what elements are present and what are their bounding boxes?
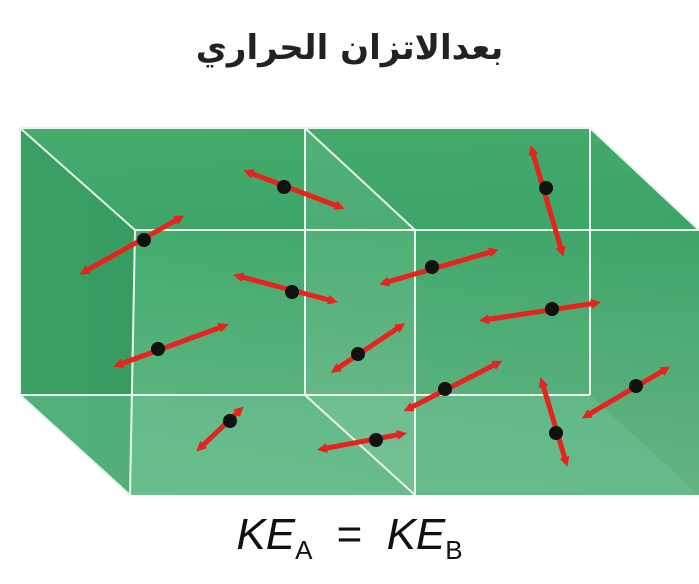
- gas-particle: [538, 377, 570, 467]
- particle-dot: [549, 426, 563, 440]
- particle-dot: [438, 382, 452, 396]
- velocity-arrow: [79, 215, 185, 275]
- velocity-arrow: [581, 366, 671, 419]
- gas-particle: [479, 298, 601, 325]
- particle-dot: [351, 347, 365, 361]
- diagram-title: بعدالاتزان الحراري: [195, 28, 504, 68]
- velocity-arrow: [403, 360, 503, 412]
- gas-particle: [113, 323, 229, 368]
- particle-dot: [285, 285, 299, 299]
- gas-particle: [403, 360, 503, 412]
- particle-dot: [223, 414, 237, 428]
- equals-sign: =: [336, 510, 363, 559]
- gas-particle: [330, 323, 406, 373]
- ke-b-subscript: B: [445, 534, 463, 565]
- velocity-arrow: [113, 323, 229, 368]
- gas-particle: [233, 272, 338, 305]
- gas-particle: [379, 247, 499, 287]
- particle-dot: [151, 342, 165, 356]
- gas-particle: [581, 366, 671, 419]
- kinetic-energy-equation: KEA = KEB: [0, 510, 699, 566]
- partition: [304, 125, 416, 498]
- velocity-arrow: [479, 298, 601, 325]
- particle-dot: [425, 260, 439, 274]
- particle-dot: [539, 181, 553, 195]
- velocity-arrow: [233, 272, 338, 305]
- ke-a-subscript: A: [295, 534, 313, 565]
- particle-dot: [137, 233, 151, 247]
- velocity-arrow: [538, 377, 570, 467]
- particle-dot: [369, 433, 383, 447]
- gas-particle: [79, 215, 185, 275]
- velocity-arrow: [317, 430, 407, 453]
- velocity-arrow: [330, 323, 406, 373]
- gas-particle: [196, 406, 244, 452]
- gas-particle: [528, 145, 566, 257]
- ke-b-symbol: KE: [386, 510, 446, 559]
- velocity-arrow: [243, 169, 345, 210]
- gas-particle: [317, 430, 407, 453]
- gas-particle: [243, 169, 345, 210]
- particle-dot: [277, 180, 291, 194]
- particle-dot: [545, 302, 559, 316]
- velocity-arrow: [528, 145, 566, 257]
- ke-a-symbol: KE: [236, 510, 296, 559]
- particle-dot: [629, 379, 643, 393]
